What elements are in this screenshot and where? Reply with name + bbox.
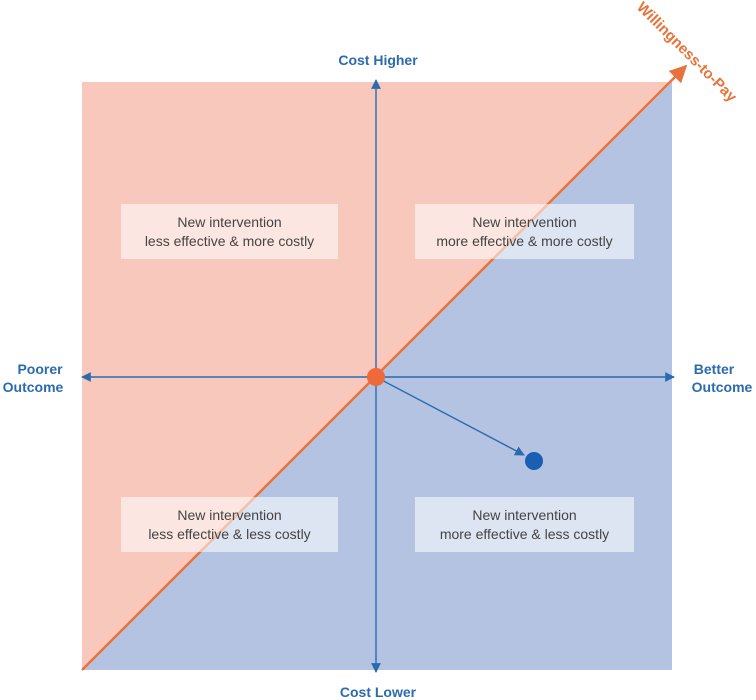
- quadrant-top-right-line1: New intervention: [472, 213, 577, 230]
- new-intervention-point: [525, 452, 543, 470]
- origin-point: [367, 368, 385, 386]
- quadrant-bottom-left-box: New intervention less effective & less c…: [121, 497, 338, 552]
- quadrant-bottom-right-line2: more effective & less costly: [439, 525, 610, 542]
- shift-arrow: [375, 376, 525, 456]
- axis-label-left-line1: Poorer: [17, 361, 63, 377]
- axis-label-right-line2: Outcome: [692, 379, 753, 395]
- quadrant-bottom-right-line1: New intervention: [472, 506, 577, 523]
- axis-label-right-line1: Better: [694, 361, 735, 377]
- quadrant-bottom-left-line2: less effective & less costly: [148, 525, 311, 542]
- axis-label-top: Cost Higher: [338, 52, 418, 68]
- quadrant-bottom-left-line1: New intervention: [177, 506, 282, 523]
- quadrant-top-left-line2: less effective & more costly: [144, 232, 315, 249]
- quadrant-top-right-line2: more effective & more costly: [436, 232, 613, 249]
- axis-label-bottom: Cost Lower: [340, 684, 417, 700]
- quadrant-top-left-line1: New intervention: [177, 213, 282, 230]
- axis-label-left-line2: Outcome: [3, 379, 64, 395]
- quadrant-top-left-box: New intervention less effective & more c…: [121, 204, 338, 259]
- quadrant-bottom-right-box: New intervention more effective & less c…: [415, 497, 634, 552]
- quadrant-top-right-box: New intervention more effective & more c…: [415, 204, 634, 259]
- willingness-to-pay-line: [81, 64, 688, 671]
